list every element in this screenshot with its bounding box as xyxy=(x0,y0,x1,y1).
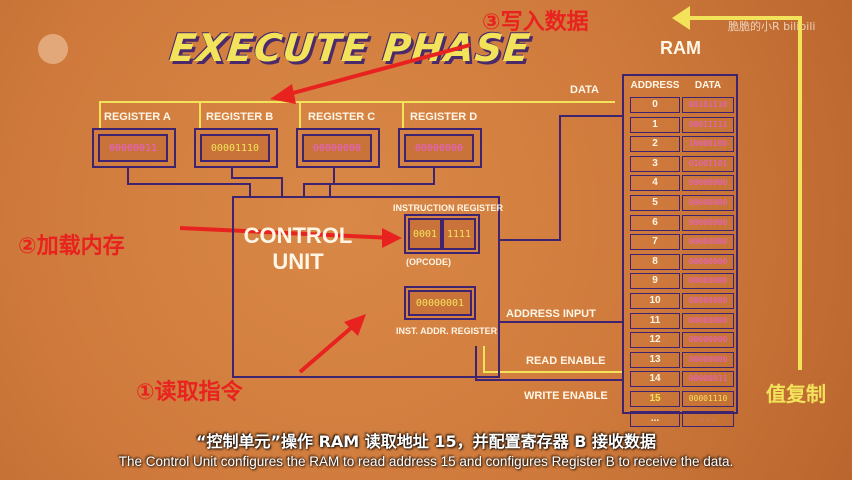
subtitle-en: The Control Unit configures the RAM to r… xyxy=(118,454,734,469)
ram-row-data: 00000000 xyxy=(682,293,734,309)
ram-row-address: 2 xyxy=(630,136,680,153)
ram-row-address: 9 xyxy=(630,273,680,290)
ram-row-address: 8 xyxy=(630,253,680,270)
pbs-logo-icon xyxy=(38,34,68,64)
ram-row-address: 1 xyxy=(630,116,680,133)
inst-addr-value: 00000001 xyxy=(408,290,472,316)
register-b-value: 00001110 xyxy=(200,134,270,162)
ram-row-data: 00101110 xyxy=(682,97,734,113)
operand-value: 1111 xyxy=(442,218,476,250)
ram-row-address: 5 xyxy=(630,195,680,211)
ram-row-address: 3 xyxy=(630,155,680,172)
control-unit-label-line2: UNIT xyxy=(272,249,324,274)
ram-row-data: ... xyxy=(682,410,734,427)
ram-row-address: 0 xyxy=(630,97,680,113)
ram-row-data: 00000000 xyxy=(682,175,734,192)
ram-row-data: 00000000 xyxy=(682,351,734,368)
register-c xyxy=(296,128,380,168)
register-d-label: REGISTER D xyxy=(410,111,478,123)
ram-row-address: 6 xyxy=(630,214,680,231)
ram-row-data: 00000011 xyxy=(682,371,734,388)
ram-row-address: ... xyxy=(630,410,680,427)
data-bus-label: DATA xyxy=(570,84,599,96)
ram-row-address: 12 xyxy=(630,332,680,349)
ram-row-address: 15 xyxy=(630,391,680,407)
register-d-value: 00000000 xyxy=(404,134,474,162)
ram-row-address: 4 xyxy=(630,175,680,192)
read-enable-label: READ ENABLE xyxy=(526,355,606,367)
watermark: 脆脆的小R bilibili xyxy=(728,20,816,33)
register-a xyxy=(92,128,176,168)
control-unit-label-line1: CONTROL xyxy=(243,223,353,248)
copy-value-annotation: 值复制 xyxy=(766,382,826,406)
ram-row-data: 00000000 xyxy=(682,253,734,270)
register-a-value: 00000011 xyxy=(98,134,168,162)
register-b xyxy=(194,128,278,168)
register-d xyxy=(398,128,482,168)
ram-row-address: 14 xyxy=(630,371,680,388)
ram-row-data: 01001101 xyxy=(682,155,734,172)
ram-row-data: 00000000 xyxy=(682,195,734,211)
step3-annotation: ③写入数据 xyxy=(482,10,589,35)
ram-address-header: ADDRESS xyxy=(630,80,680,91)
ram-row: ...... xyxy=(630,410,734,427)
ram-row-data: 00000000 xyxy=(682,214,734,231)
ram-row-address: 11 xyxy=(630,312,680,329)
register-b-label: REGISTER B xyxy=(206,111,274,123)
register-c-label: REGISTER C xyxy=(308,111,376,123)
register-a-label: REGISTER A xyxy=(104,111,171,123)
ram-row-data: 00000000 xyxy=(682,234,734,251)
inst-addr-label: INST. ADDR. REGISTER xyxy=(396,326,498,336)
step2-annotation: ②加载内存 xyxy=(18,234,125,259)
ram-row-data: 00011111 xyxy=(682,116,734,133)
instruction-register xyxy=(404,214,480,254)
step1-annotation: ①读取指令 xyxy=(136,380,243,405)
ram-row-address: 7 xyxy=(630,234,680,251)
ram-block xyxy=(622,74,738,414)
inst-addr-register xyxy=(404,286,476,320)
register-c-value: 00000000 xyxy=(302,134,372,162)
ram-row-data: 00001110 xyxy=(682,391,734,407)
instruction-register-label: INSTRUCTION REGISTER xyxy=(393,203,504,213)
ram-title: RAM xyxy=(660,38,701,58)
opcode-label: (OPCODE) xyxy=(406,257,451,267)
ram-row-data: 00000000 xyxy=(682,312,734,329)
write-enable-label: WRITE ENABLE xyxy=(524,390,608,402)
ram-row-address: 13 xyxy=(630,351,680,368)
ram-data-header: DATA xyxy=(694,80,722,91)
ram-row-address: 10 xyxy=(630,293,680,309)
ram-row-data: 10000100 xyxy=(682,136,734,153)
subtitle-zh: “控制单元”操作 RAM 读取地址 15，并配置寄存器 B 接收数据 xyxy=(196,432,656,451)
ram-row-data: 00000000 xyxy=(682,332,734,349)
control-unit xyxy=(232,196,500,378)
opcode-value: 0001 xyxy=(408,218,442,250)
address-input-label: ADDRESS INPUT xyxy=(506,308,596,320)
ram-row-data: 00000000 xyxy=(682,273,734,290)
